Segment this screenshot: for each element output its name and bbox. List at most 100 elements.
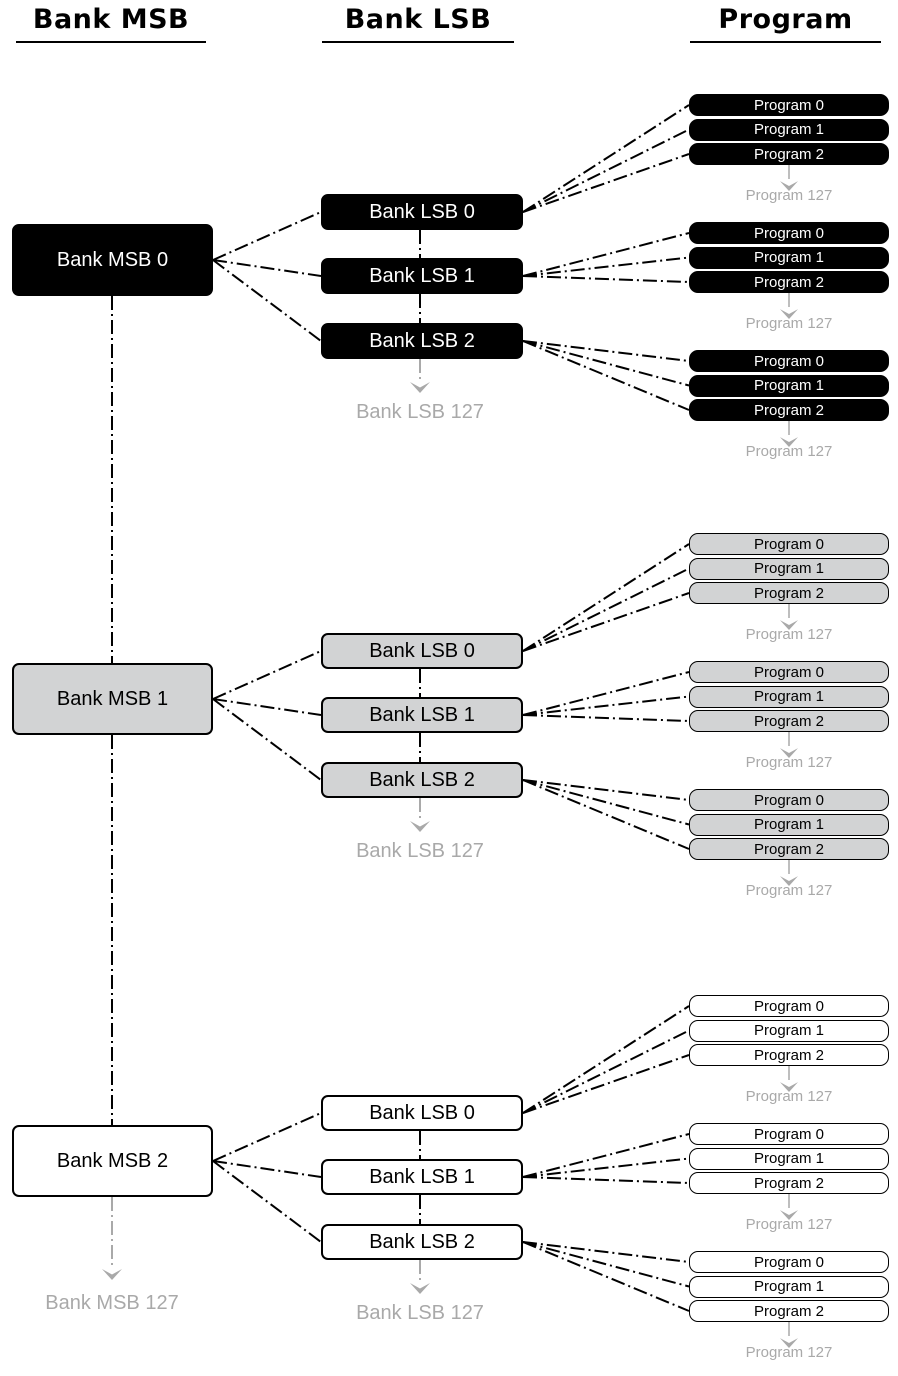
header-bank-lsb-underline [322, 41, 514, 43]
lsb-to-program-connector [522, 153, 690, 213]
program-127-label: Program 127 [745, 754, 833, 771]
lsb-to-program-connector [522, 695, 690, 716]
program-continuation-arrow-icon [780, 1082, 798, 1092]
lsb-to-program-connector [522, 779, 690, 801]
bank-lsb-1-box: Bank LSB 1 [321, 697, 523, 733]
lsb-to-program-connector [522, 1176, 690, 1184]
header-program: Program [718, 4, 853, 35]
program-continuation-arrow-icon [780, 309, 798, 319]
program-0-box: Program 0 [689, 661, 889, 683]
lsb-to-program-connector [522, 128, 690, 213]
lsb-to-program-connector [522, 714, 690, 722]
program-1-box: Program 1 [689, 374, 889, 397]
program-2-box: Program 2 [689, 1172, 889, 1194]
program-continuation-arrow-icon [780, 437, 798, 447]
bank-lsb-1-box: Bank LSB 1 [321, 258, 523, 294]
header-program-underline [690, 41, 881, 43]
program-1-box: Program 1 [689, 246, 889, 269]
msb-to-lsb-connector [212, 259, 322, 277]
bank-lsb-127-label: Bank LSB 127 [356, 1302, 484, 1324]
header-bank-msb: Bank MSB [32, 4, 190, 35]
lsb-to-program-connector [522, 543, 690, 652]
header-bank-msb-underline [16, 41, 206, 43]
lsb-to-program-connector [522, 671, 690, 716]
msb-to-lsb-connector [212, 259, 322, 342]
program-0-box: Program 0 [689, 350, 889, 372]
lsb-to-program-connector [522, 275, 690, 283]
msb-to-lsb-connector [212, 211, 322, 261]
program-127-label: Program 127 [745, 882, 833, 899]
lsb-to-program-connector [522, 1005, 690, 1114]
bank-msb-1-box: Bank MSB 1 [12, 663, 213, 735]
lsb-continuation-arrow-icon [410, 382, 430, 393]
lsb-continuation-arrow-icon [410, 821, 430, 832]
program-127-label: Program 127 [745, 1088, 833, 1105]
program-1-box: Program 1 [689, 118, 889, 141]
bank-lsb-0-box: Bank LSB 0 [321, 1095, 523, 1131]
program-127-label: Program 127 [745, 1216, 833, 1233]
program-0-box: Program 0 [689, 789, 889, 811]
program-0-box: Program 0 [689, 1251, 889, 1273]
program-1-box: Program 1 [689, 685, 889, 708]
bank-lsb-2-box: Bank LSB 2 [321, 762, 523, 798]
bank-lsb-2-box: Bank LSB 2 [321, 1224, 523, 1260]
program-0-box: Program 0 [689, 222, 889, 244]
program-continuation-arrow-icon [780, 876, 798, 886]
program-2-box: Program 2 [689, 399, 889, 421]
lsb-continuation-arrow-icon [410, 1283, 430, 1294]
program-0-box: Program 0 [689, 94, 889, 116]
bank-lsb-0-box: Bank LSB 0 [321, 194, 523, 230]
program-127-label: Program 127 [745, 187, 833, 204]
program-2-box: Program 2 [689, 582, 889, 604]
lsb-to-program-connector [522, 592, 690, 652]
bank-lsb-127-label: Bank LSB 127 [356, 401, 484, 423]
program-2-box: Program 2 [689, 710, 889, 732]
msb-to-lsb-connector [212, 698, 322, 781]
lsb-to-program-connector [522, 104, 690, 213]
program-2-box: Program 2 [689, 271, 889, 293]
lsb-to-program-connector [522, 1157, 690, 1178]
program-2-box: Program 2 [689, 838, 889, 860]
msb-continuation-arrow-icon [102, 1269, 122, 1280]
msb-to-lsb-connector [212, 1160, 322, 1243]
lsb-to-program-connector [522, 340, 690, 362]
lsb-to-program-connector [522, 1054, 690, 1114]
lsb-to-program-connector [522, 779, 690, 826]
header-bank-lsb: Bank LSB [344, 4, 492, 35]
msb-to-lsb-connector [212, 1112, 322, 1162]
lsb-to-program-connector [522, 232, 690, 277]
lsb-to-program-connector [522, 1241, 690, 1312]
program-1-box: Program 1 [689, 1019, 889, 1042]
msb-to-lsb-connector [212, 650, 322, 700]
program-127-label: Program 127 [745, 443, 833, 460]
program-2-box: Program 2 [689, 1300, 889, 1322]
bank-msb-0-box: Bank MSB 0 [12, 224, 213, 296]
program-0-box: Program 0 [689, 533, 889, 555]
lsb-to-program-connector [522, 567, 690, 652]
program-127-label: Program 127 [745, 315, 833, 332]
program-continuation-arrow-icon [780, 620, 798, 630]
lsb-to-program-connector [522, 1241, 690, 1263]
bank-msb-127-label: Bank MSB 127 [45, 1292, 179, 1314]
bank-msb-2-box: Bank MSB 2 [12, 1125, 213, 1197]
bank-lsb-127-label: Bank LSB 127 [356, 840, 484, 862]
program-1-box: Program 1 [689, 557, 889, 580]
program-0-box: Program 0 [689, 995, 889, 1017]
program-continuation-arrow-icon [780, 1210, 798, 1220]
lsb-to-program-connector [522, 1133, 690, 1178]
lsb-to-program-connector [522, 256, 690, 277]
bank-lsb-1-box: Bank LSB 1 [321, 1159, 523, 1195]
lsb-to-program-connector [522, 779, 690, 850]
program-continuation-arrow-icon [780, 1338, 798, 1348]
program-2-box: Program 2 [689, 143, 889, 165]
program-1-box: Program 1 [689, 813, 889, 836]
lsb-to-program-connector [522, 340, 690, 411]
program-127-label: Program 127 [745, 626, 833, 643]
bank-lsb-0-box: Bank LSB 0 [321, 633, 523, 669]
program-continuation-arrow-icon [780, 748, 798, 758]
lsb-to-program-connector [522, 340, 690, 387]
program-127-label: Program 127 [745, 1344, 833, 1361]
program-continuation-arrow-icon [780, 181, 798, 191]
lsb-to-program-connector [522, 1241, 690, 1288]
